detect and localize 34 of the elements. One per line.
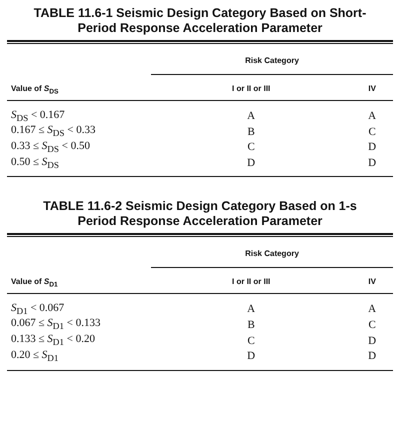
table-title: TABLE 11.6-1 Seismic Design Category Based on Short-Period Response Acceleration Parameter — [34, 6, 366, 35]
row-label: S$_{D1}$ < 0.067 — [11, 302, 64, 314]
table-title: TABLE 11.6-2 Seismic Design Category Based on 1-s Period Response Acceleration Parameter — [43, 199, 357, 228]
column-header: I or II or III — [232, 277, 270, 286]
column-header: Value of S$_{DS}$ — [11, 84, 58, 93]
row-label: 0.067 ≤ S$_{D1}$ < 0.133 — [11, 317, 100, 330]
table-value: A — [247, 303, 256, 316]
column-header: Value of S$_{D1}$ — [11, 277, 58, 286]
table-value: C — [368, 126, 376, 138]
table-value: A — [368, 110, 376, 122]
table-value: B — [247, 319, 255, 332]
column-header: I or II or III — [232, 84, 270, 93]
column-group-header: Risk Category — [245, 56, 299, 65]
table-value: A — [247, 110, 256, 122]
row-label: 0.33 ≤ S$_{DS}$ < 0.50 — [11, 140, 90, 152]
table-value: D — [368, 350, 376, 362]
row-label: 0.133 ≤ S$_{D1}$ < 0.20 — [11, 333, 95, 346]
table-value: D — [247, 157, 256, 170]
table-value: D — [368, 141, 376, 154]
row-label: 0.20 ≤ S$_{D1}$ — [11, 348, 58, 361]
table-value: D — [247, 350, 256, 362]
table-value: A — [368, 303, 376, 316]
column-group-header: Risk Category — [245, 249, 299, 258]
column-header: IV — [368, 84, 376, 93]
table-value: B — [247, 126, 255, 138]
column-header: IV — [368, 277, 376, 286]
row-label: 0.167 ≤ S$_{DS}$ < 0.33 — [11, 124, 96, 136]
table-value: D — [368, 157, 376, 170]
table-value: D — [368, 334, 376, 347]
table-value: C — [247, 334, 255, 347]
table-value: C — [368, 319, 376, 332]
row-label: S$_{DS}$ < 0.167 — [11, 108, 65, 120]
table-value: C — [247, 141, 255, 154]
row-label: 0.50 ≤ S$_{DS}$ — [11, 156, 60, 168]
